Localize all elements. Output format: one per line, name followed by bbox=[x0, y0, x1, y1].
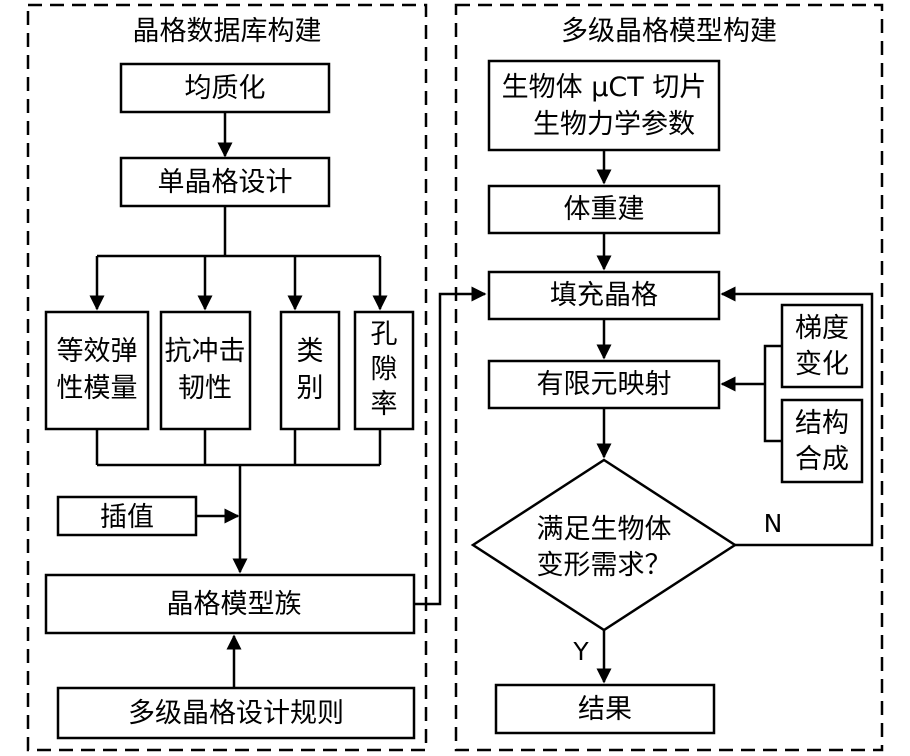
homogenization-label: 均质化 bbox=[185, 73, 266, 104]
porosity-line1: 孔 bbox=[371, 319, 398, 350]
result-label: 结果 bbox=[578, 694, 632, 725]
no-label: N bbox=[764, 509, 783, 538]
elastic-modulus-line2: 性模量 bbox=[57, 373, 138, 404]
merge-connector bbox=[95, 429, 382, 467]
structure-line1: 结构 bbox=[795, 408, 849, 439]
reconstruction-box: 体重建 bbox=[487, 184, 721, 235]
interpolation-box: 插值 bbox=[56, 495, 198, 537]
left-panel-title: 晶格数据库构建 bbox=[133, 16, 322, 47]
fe-mapping-box: 有限元映射 bbox=[487, 359, 721, 410]
decision-line2: 变形需求？ bbox=[537, 550, 672, 581]
left-panel-frame bbox=[26, 3, 428, 752]
fe-mapping-label: 有限元映射 bbox=[537, 369, 672, 400]
options-bracket bbox=[763, 344, 782, 443]
category-box: 类 别 bbox=[279, 310, 341, 431]
impact-toughness-line2: 韧性 bbox=[178, 373, 232, 404]
design-rules-box: 多级晶格设计规则 bbox=[56, 686, 416, 740]
fill-lattice-label: 填充晶格 bbox=[550, 280, 658, 311]
structure-box: 结构 合成 bbox=[780, 398, 864, 484]
category-line1: 类 bbox=[297, 336, 324, 367]
impact-toughness-box: 抗冲击 韧性 bbox=[159, 310, 252, 431]
input-line2: 生物力学参数 bbox=[533, 109, 695, 140]
input-line1: 生物体 μCT 切片 bbox=[502, 72, 707, 103]
design-rules-label: 多级晶格设计规则 bbox=[128, 698, 344, 729]
yes-label: Y bbox=[572, 637, 589, 666]
decision-diamond: 满足生物体 变形需求？ bbox=[470, 458, 738, 632]
gradient-line1: 梯度 bbox=[795, 313, 849, 344]
arrow-no-loop bbox=[720, 286, 874, 547]
porosity-line2: 隙 bbox=[371, 354, 398, 385]
arrow-family-to-fill bbox=[414, 286, 487, 606]
gradient-box: 梯度 变化 bbox=[780, 303, 864, 389]
homogenization-box: 均质化 bbox=[119, 62, 331, 114]
interpolation-label: 插值 bbox=[100, 502, 154, 533]
branch-connector bbox=[97, 206, 380, 258]
reconstruction-label: 体重建 bbox=[564, 194, 645, 225]
gradient-line2: 变化 bbox=[795, 349, 849, 380]
unit-lattice-design-box: 单晶格设计 bbox=[119, 156, 331, 208]
decision-line1: 满足生物体 bbox=[537, 514, 672, 545]
elastic-modulus-box: 等效弹 性模量 bbox=[44, 310, 150, 431]
right-panel-title: 多级晶格模型构建 bbox=[561, 16, 777, 47]
category-line2: 别 bbox=[297, 373, 324, 404]
input-box: 生物体 μCT 切片 生物力学参数 bbox=[487, 59, 721, 152]
porosity-line3: 率 bbox=[371, 389, 398, 420]
elastic-modulus-line1: 等效弹 bbox=[57, 336, 138, 367]
unit-lattice-design-label: 单晶格设计 bbox=[158, 167, 293, 198]
structure-line2: 合成 bbox=[795, 444, 849, 475]
right-panel-frame bbox=[454, 3, 884, 752]
result-box: 结果 bbox=[494, 683, 716, 735]
lattice-family-box: 晶格模型族 bbox=[44, 573, 416, 635]
impact-toughness-line1: 抗冲击 bbox=[165, 336, 246, 367]
fill-lattice-box: 填充晶格 bbox=[487, 270, 721, 321]
porosity-box: 孔 隙 率 bbox=[353, 310, 415, 431]
lattice-family-label: 晶格模型族 bbox=[167, 589, 302, 620]
